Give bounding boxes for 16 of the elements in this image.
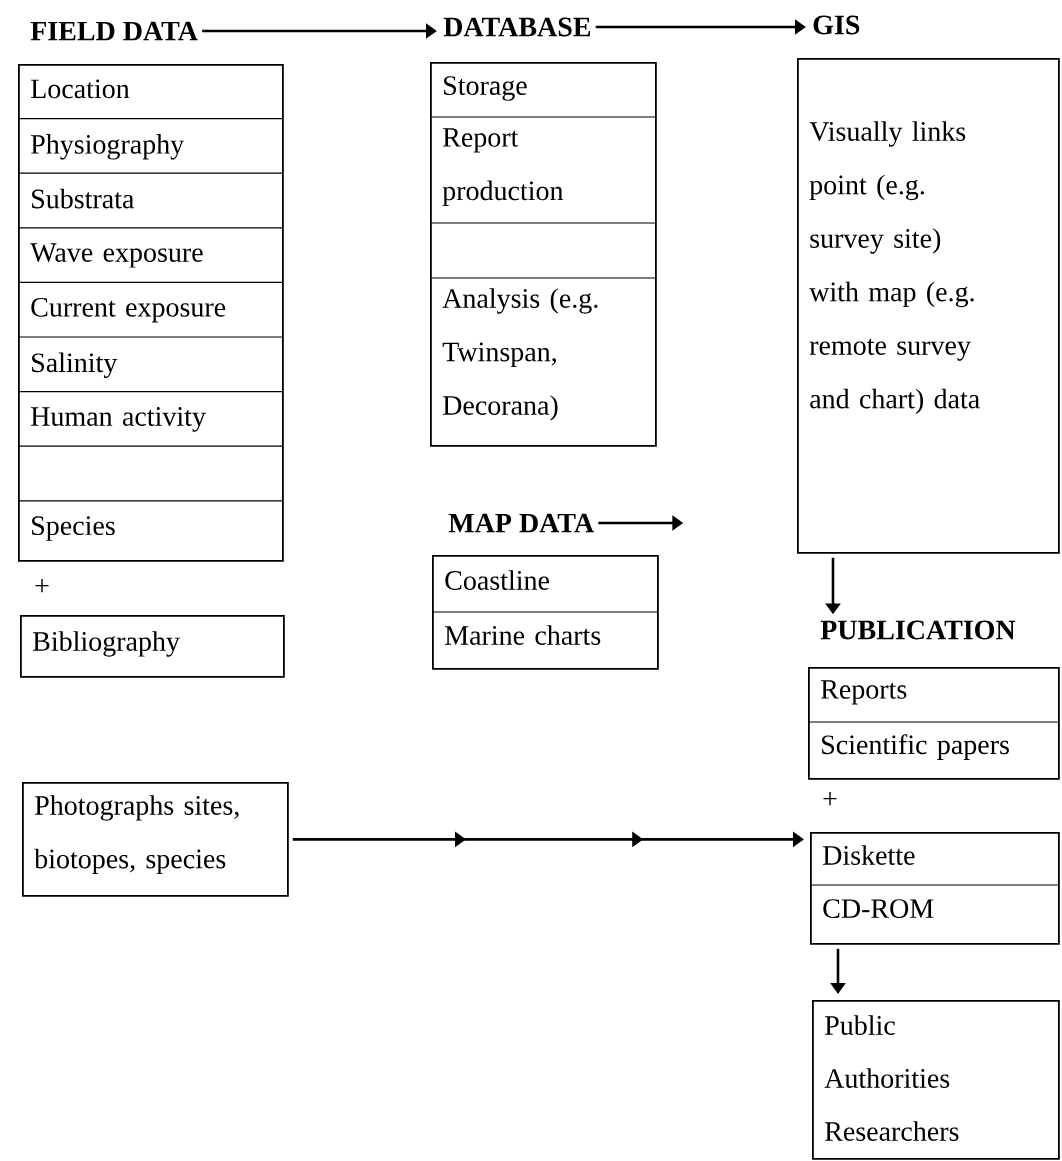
plus-sign: + <box>35 579 49 593</box>
plus-sign: + <box>823 792 837 806</box>
table-box: Visually links point (e.g. survey site) with map (e.g. remote survey and chart) data <box>797 58 1060 554</box>
column-heading: PUBLICATION <box>820 620 1016 640</box>
table-box: Diskette CD-ROM <box>809 832 1060 945</box>
table-box: Reports Scientific papers <box>807 667 1060 780</box>
table-box: Coastline Marine charts <box>431 555 659 670</box>
table-box: Photographs sites, biotopes, species <box>22 782 289 897</box>
column-heading: GIS <box>813 15 860 35</box>
column-heading: FIELD DATA <box>30 21 198 41</box>
table-box: Storage Report production Analysis (e.g. Twinspan, Decorana) <box>429 62 657 447</box>
table-box: Location Physiography Substrata Wave exposure Current exposure Salinity Human activity Species <box>17 64 284 562</box>
table-box: Public Authorities Researchers <box>812 1000 1060 1160</box>
table-box: Bibliography <box>20 615 285 678</box>
column-heading: MAP DATA <box>448 513 594 533</box>
column-heading: DATABASE <box>443 17 591 37</box>
